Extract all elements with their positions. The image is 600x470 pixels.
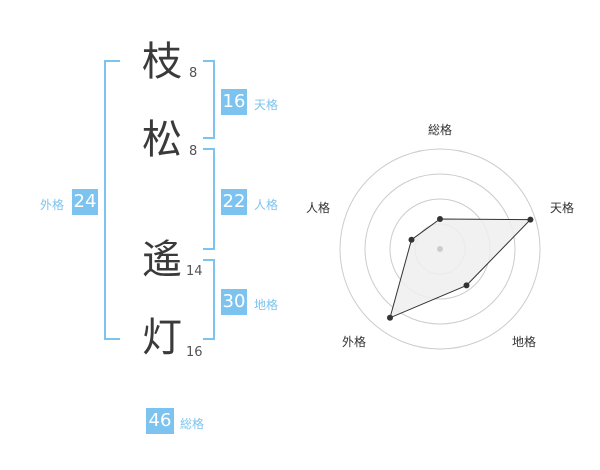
chikaku-bracket-spine — [213, 259, 215, 340]
jinkaku-bracket-spine — [213, 148, 215, 250]
tenkaku-label: 天格 — [254, 98, 279, 112]
jinkaku-label: 人格 — [254, 198, 279, 212]
jinkaku-badge: 22 — [221, 189, 247, 215]
axis-label-gaikaku: 外格 — [342, 334, 366, 349]
axis-label-chikaku: 地格 — [512, 334, 536, 349]
radar-center — [437, 246, 443, 252]
axis-label-soukaku: 総格 — [428, 122, 452, 137]
gaikaku-bracket-bottom — [104, 338, 120, 340]
tenkaku-bracket-bottom — [203, 137, 215, 139]
name-char-3: 遙 — [142, 237, 182, 283]
stroke-count-1: 8 — [189, 66, 198, 81]
radar-point-0 — [437, 216, 443, 222]
chikaku-badge: 30 — [221, 289, 247, 315]
axis-label-jinkaku: 人格 — [306, 200, 330, 215]
name-char-4: 灯 — [142, 315, 182, 361]
tenkaku-bracket-top — [203, 60, 215, 62]
radar-polygon — [389, 218, 532, 319]
tenkaku-badge: 16 — [221, 89, 247, 115]
tenkaku-bracket-spine — [213, 60, 215, 139]
radar-point-1 — [527, 216, 534, 223]
radar-points — [387, 216, 534, 321]
gaikaku-label: 外格 — [40, 198, 65, 212]
gaikaku-badge: 24 — [72, 189, 98, 215]
jinkaku-bracket-bottom — [203, 248, 215, 250]
soukaku-label: 総格 — [180, 417, 205, 431]
name-char-2: 松 — [142, 117, 182, 163]
stroke-count-4: 16 — [186, 345, 203, 360]
chikaku-label: 地格 — [254, 298, 279, 312]
chikaku-bracket-bottom — [203, 338, 215, 340]
soukaku-badge: 46 — [146, 408, 174, 434]
chikaku-bracket-top — [203, 259, 215, 261]
stroke-count-3: 14 — [186, 264, 203, 279]
radar-point-3 — [387, 314, 393, 321]
radar-point-2 — [463, 282, 470, 289]
radar-point-4 — [408, 236, 415, 243]
stroke-count-2: 8 — [189, 144, 198, 159]
name-char-1: 枝 — [142, 39, 182, 85]
axis-label-tenkaku: 天格 — [550, 200, 574, 215]
jinkaku-bracket-top — [203, 148, 215, 150]
radar-ring — [364, 173, 516, 325]
gaikaku-bracket-spine — [104, 60, 106, 340]
radar-ring — [339, 148, 541, 350]
gaikaku-bracket-top — [104, 60, 120, 62]
